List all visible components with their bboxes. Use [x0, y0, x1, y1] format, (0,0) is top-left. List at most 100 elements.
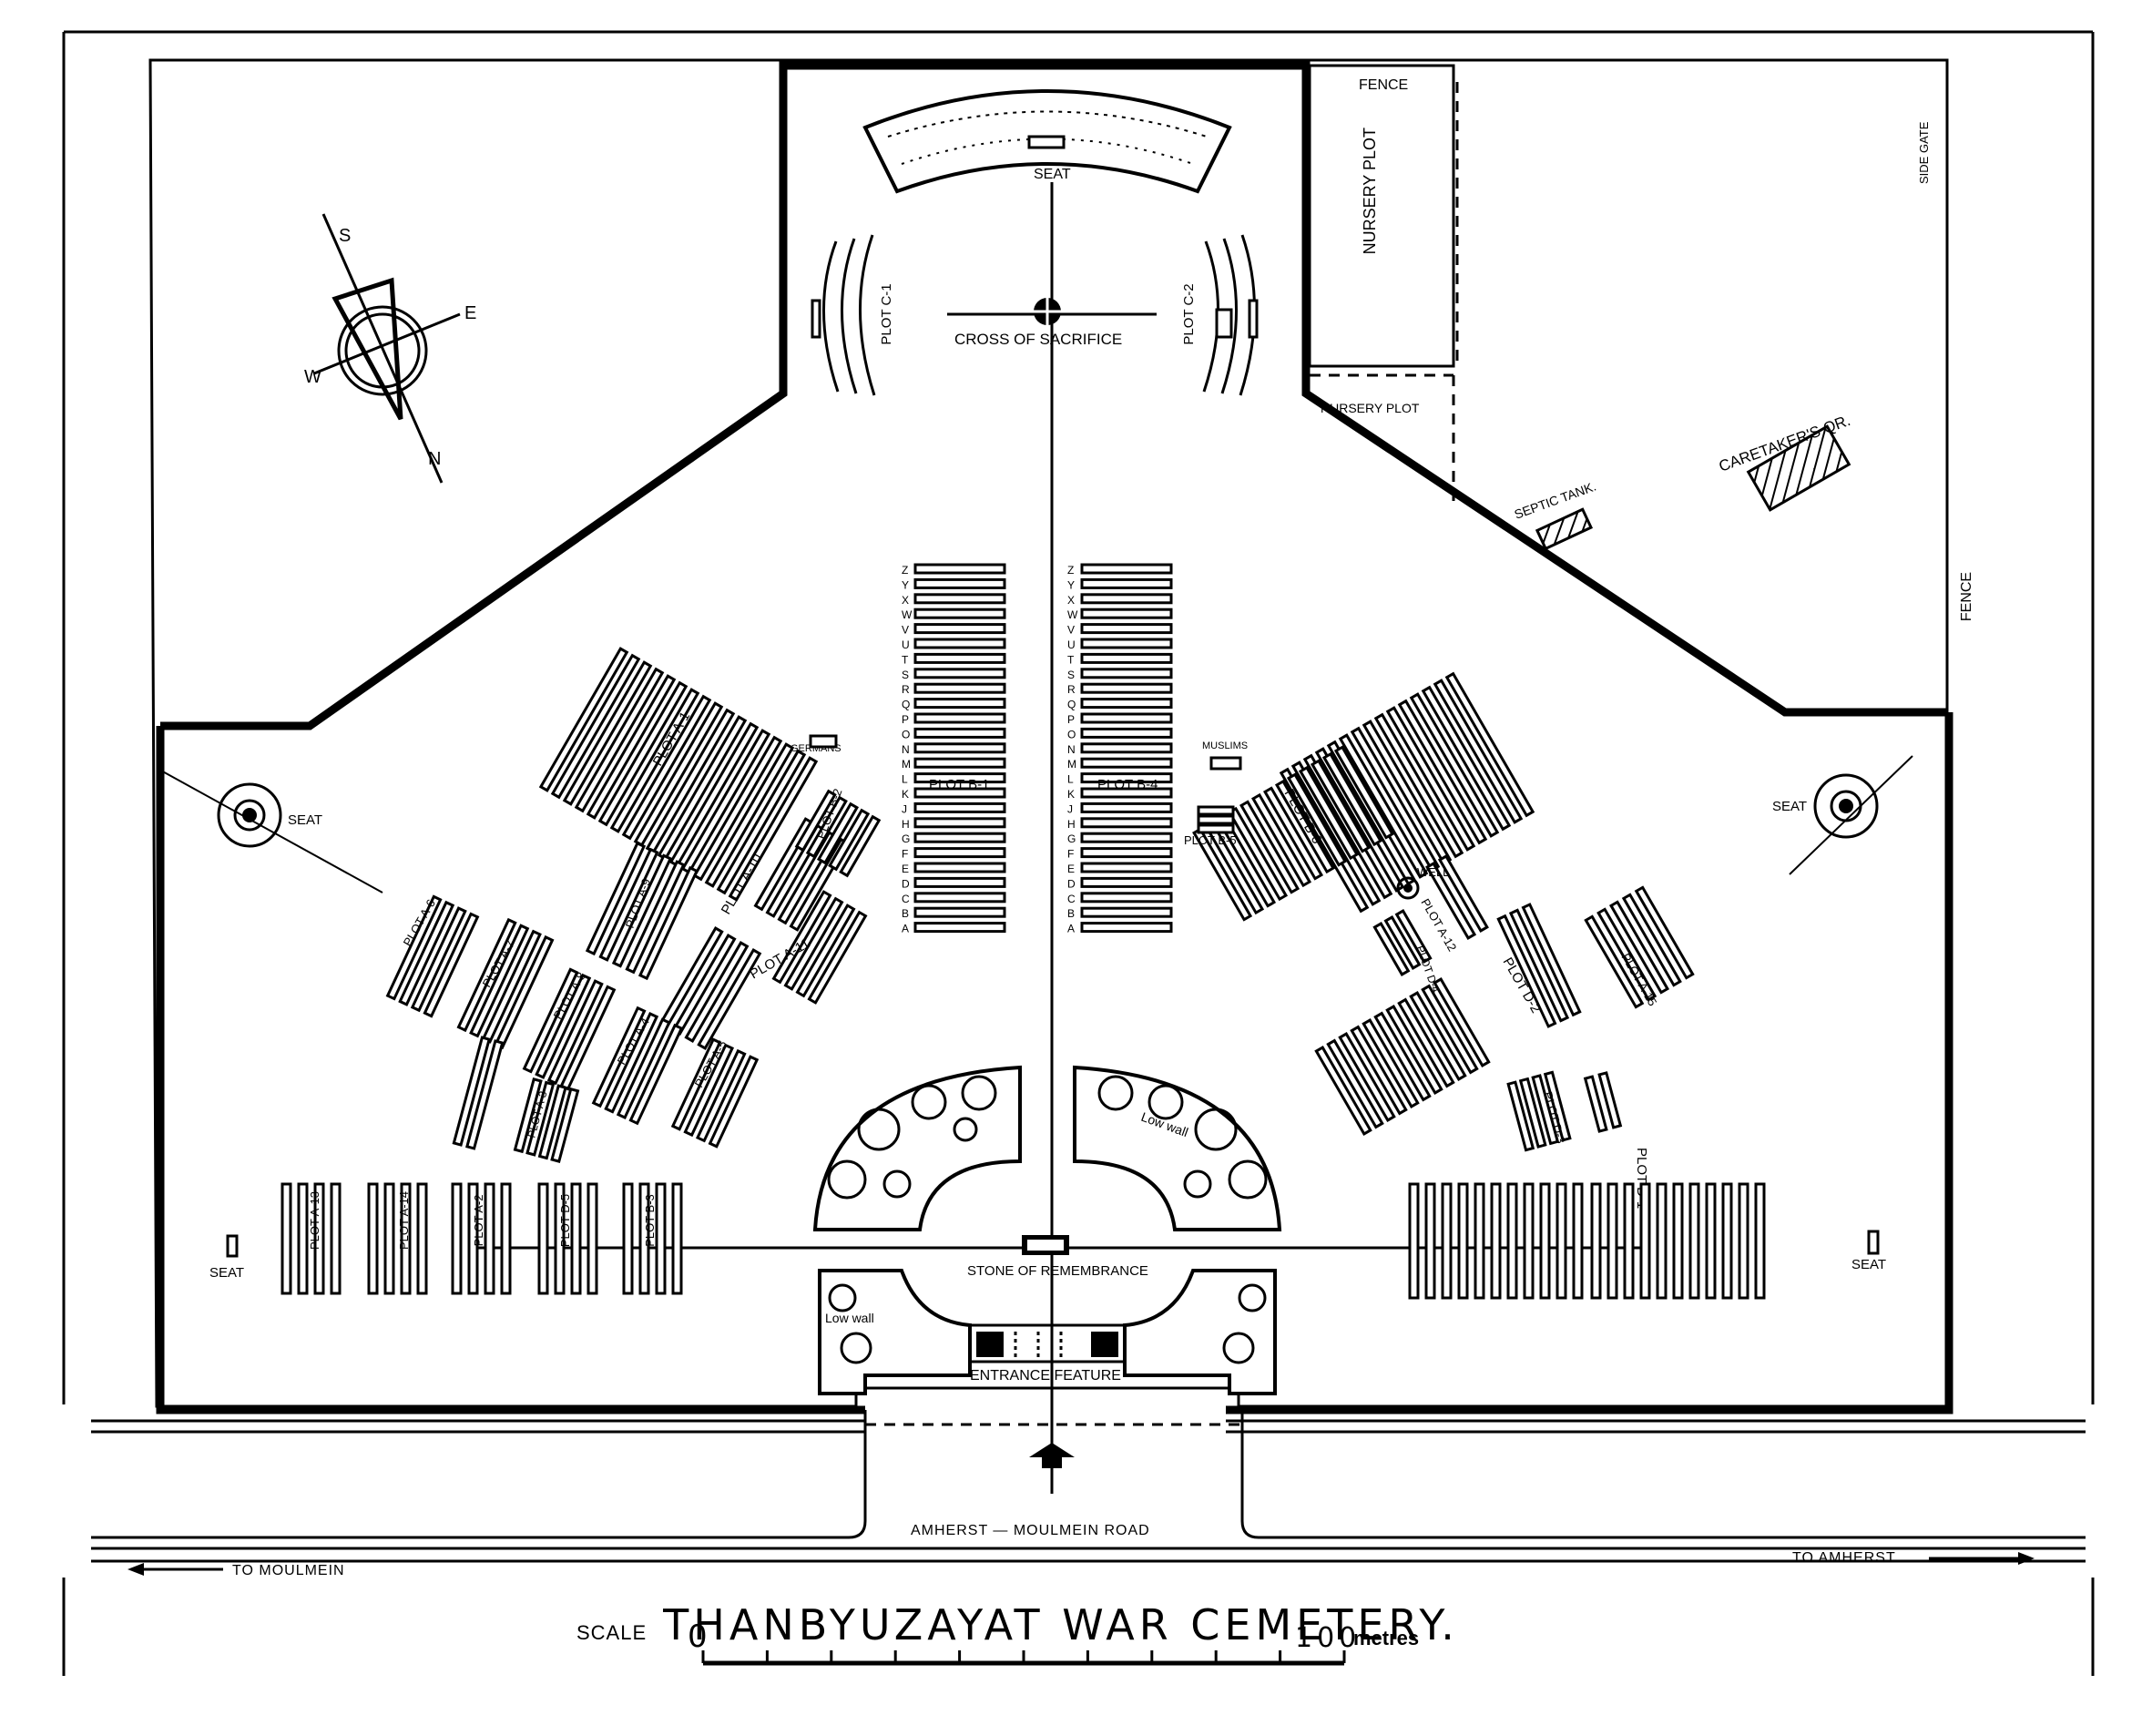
grave-row [913, 742, 1006, 754]
grave-row [913, 593, 1006, 605]
stone-of-remembrance-icon [1022, 1235, 1069, 1255]
grave-row [783, 896, 844, 991]
grave-row [1397, 997, 1455, 1088]
row-letter: J [902, 802, 907, 815]
grave-row [550, 653, 641, 800]
grave-row [1080, 727, 1173, 739]
row-letter: S [902, 669, 909, 681]
grave-row [913, 892, 1006, 904]
entrance-feature-label: ENTRANCE FEATURE [970, 1368, 1121, 1384]
grave-row [367, 1182, 379, 1295]
grave-row [1656, 1182, 1668, 1300]
grave-row [1373, 1011, 1432, 1102]
grave-row [1080, 847, 1173, 859]
grave-row [1421, 984, 1479, 1075]
grave-row [537, 1084, 567, 1160]
seat-lower-right-label: SEAT [1851, 1257, 1886, 1272]
row-letter: R [902, 683, 910, 696]
grave-row [671, 1182, 683, 1295]
row-letter: L [902, 773, 908, 786]
grave-row [1314, 1045, 1372, 1137]
grave-row [423, 912, 480, 1018]
grave-row [570, 1182, 582, 1295]
grave-row [1262, 786, 1324, 881]
grave-row [465, 1039, 505, 1150]
grave-row [1298, 765, 1359, 861]
stone-garden-right [1073, 1065, 1282, 1231]
muslims-label: MUSLIMS [1202, 740, 1248, 751]
grave-row [586, 674, 677, 820]
grave-row [1080, 652, 1173, 664]
grave-row [1350, 1025, 1408, 1116]
grave-row [828, 808, 871, 872]
seat-lower-left-label: SEAT [209, 1265, 244, 1281]
grave-row [1584, 914, 1645, 1009]
grave-plot [794, 789, 882, 878]
grave-row [1583, 1075, 1608, 1133]
grave-row [913, 817, 1006, 829]
plot-a2-label: PLOT A-2 [472, 1195, 485, 1247]
grave-row [1639, 1182, 1651, 1300]
grave-row [1754, 1182, 1766, 1300]
grave-plot [1583, 1071, 1623, 1133]
grave-row [1080, 668, 1173, 679]
screen-wall [862, 89, 1232, 194]
grave-plot [538, 647, 819, 902]
grave-row [913, 802, 1006, 813]
row-letter: B [1067, 907, 1075, 920]
grave-row [1080, 698, 1173, 710]
grave-row [913, 577, 1006, 589]
grave-row [525, 1080, 556, 1157]
row-letter: M [902, 758, 911, 771]
grave-row [1385, 1004, 1443, 1096]
grave-row [574, 667, 665, 813]
to-moulmein-label: TO MOULMEIN [232, 1563, 345, 1578]
grave-row [1421, 685, 1512, 832]
grave-plot [670, 1037, 760, 1149]
grave-row [1080, 862, 1173, 873]
row-letter: N [1067, 743, 1076, 756]
grave-row [611, 853, 673, 968]
grave-row [1518, 1077, 1547, 1149]
grave-row [1408, 1182, 1420, 1300]
row-letter: Q [902, 699, 910, 711]
grave-row [538, 647, 629, 792]
grave-row [616, 1017, 671, 1119]
grave-row [655, 1182, 667, 1295]
grave-row [1080, 682, 1173, 694]
grave-row [1373, 712, 1464, 859]
fence-right-label: FENCE [1959, 572, 1974, 621]
row-letter: A [1067, 923, 1075, 935]
septic-tank [1535, 507, 1594, 551]
grave-row [1444, 671, 1535, 818]
grave-row [913, 563, 1006, 575]
plot-d4-label: PLOT D-4 [1413, 944, 1443, 995]
grave-row [1383, 914, 1422, 971]
grave-row [1424, 1182, 1436, 1300]
grave-row [913, 922, 1006, 934]
grave-row [638, 865, 699, 981]
grave-row [400, 1182, 412, 1295]
grave-row [1080, 593, 1173, 605]
grave-row [1250, 792, 1312, 888]
grave-row [313, 1182, 325, 1295]
grave-row [1457, 1182, 1469, 1300]
grave-row [913, 757, 1006, 769]
plot-c2-label: PLOT C-2 [1181, 283, 1197, 344]
grave-row [913, 608, 1006, 619]
grave-row [638, 1182, 650, 1295]
grave-row [280, 1182, 292, 1295]
cemetery-boundary [148, 58, 1953, 1414]
row-letter: H [1067, 818, 1076, 831]
grave-row [1596, 907, 1658, 1002]
scale-unit: metres [1353, 1627, 1419, 1649]
row-letter: D [1067, 877, 1076, 890]
grave-row [708, 1055, 760, 1149]
grave-row [1531, 1074, 1560, 1146]
grave-row [410, 906, 467, 1013]
grave-row [586, 1182, 598, 1295]
compass-west: W [304, 367, 321, 387]
row-letter: V [1067, 624, 1075, 637]
row-letter: K [1067, 788, 1075, 801]
